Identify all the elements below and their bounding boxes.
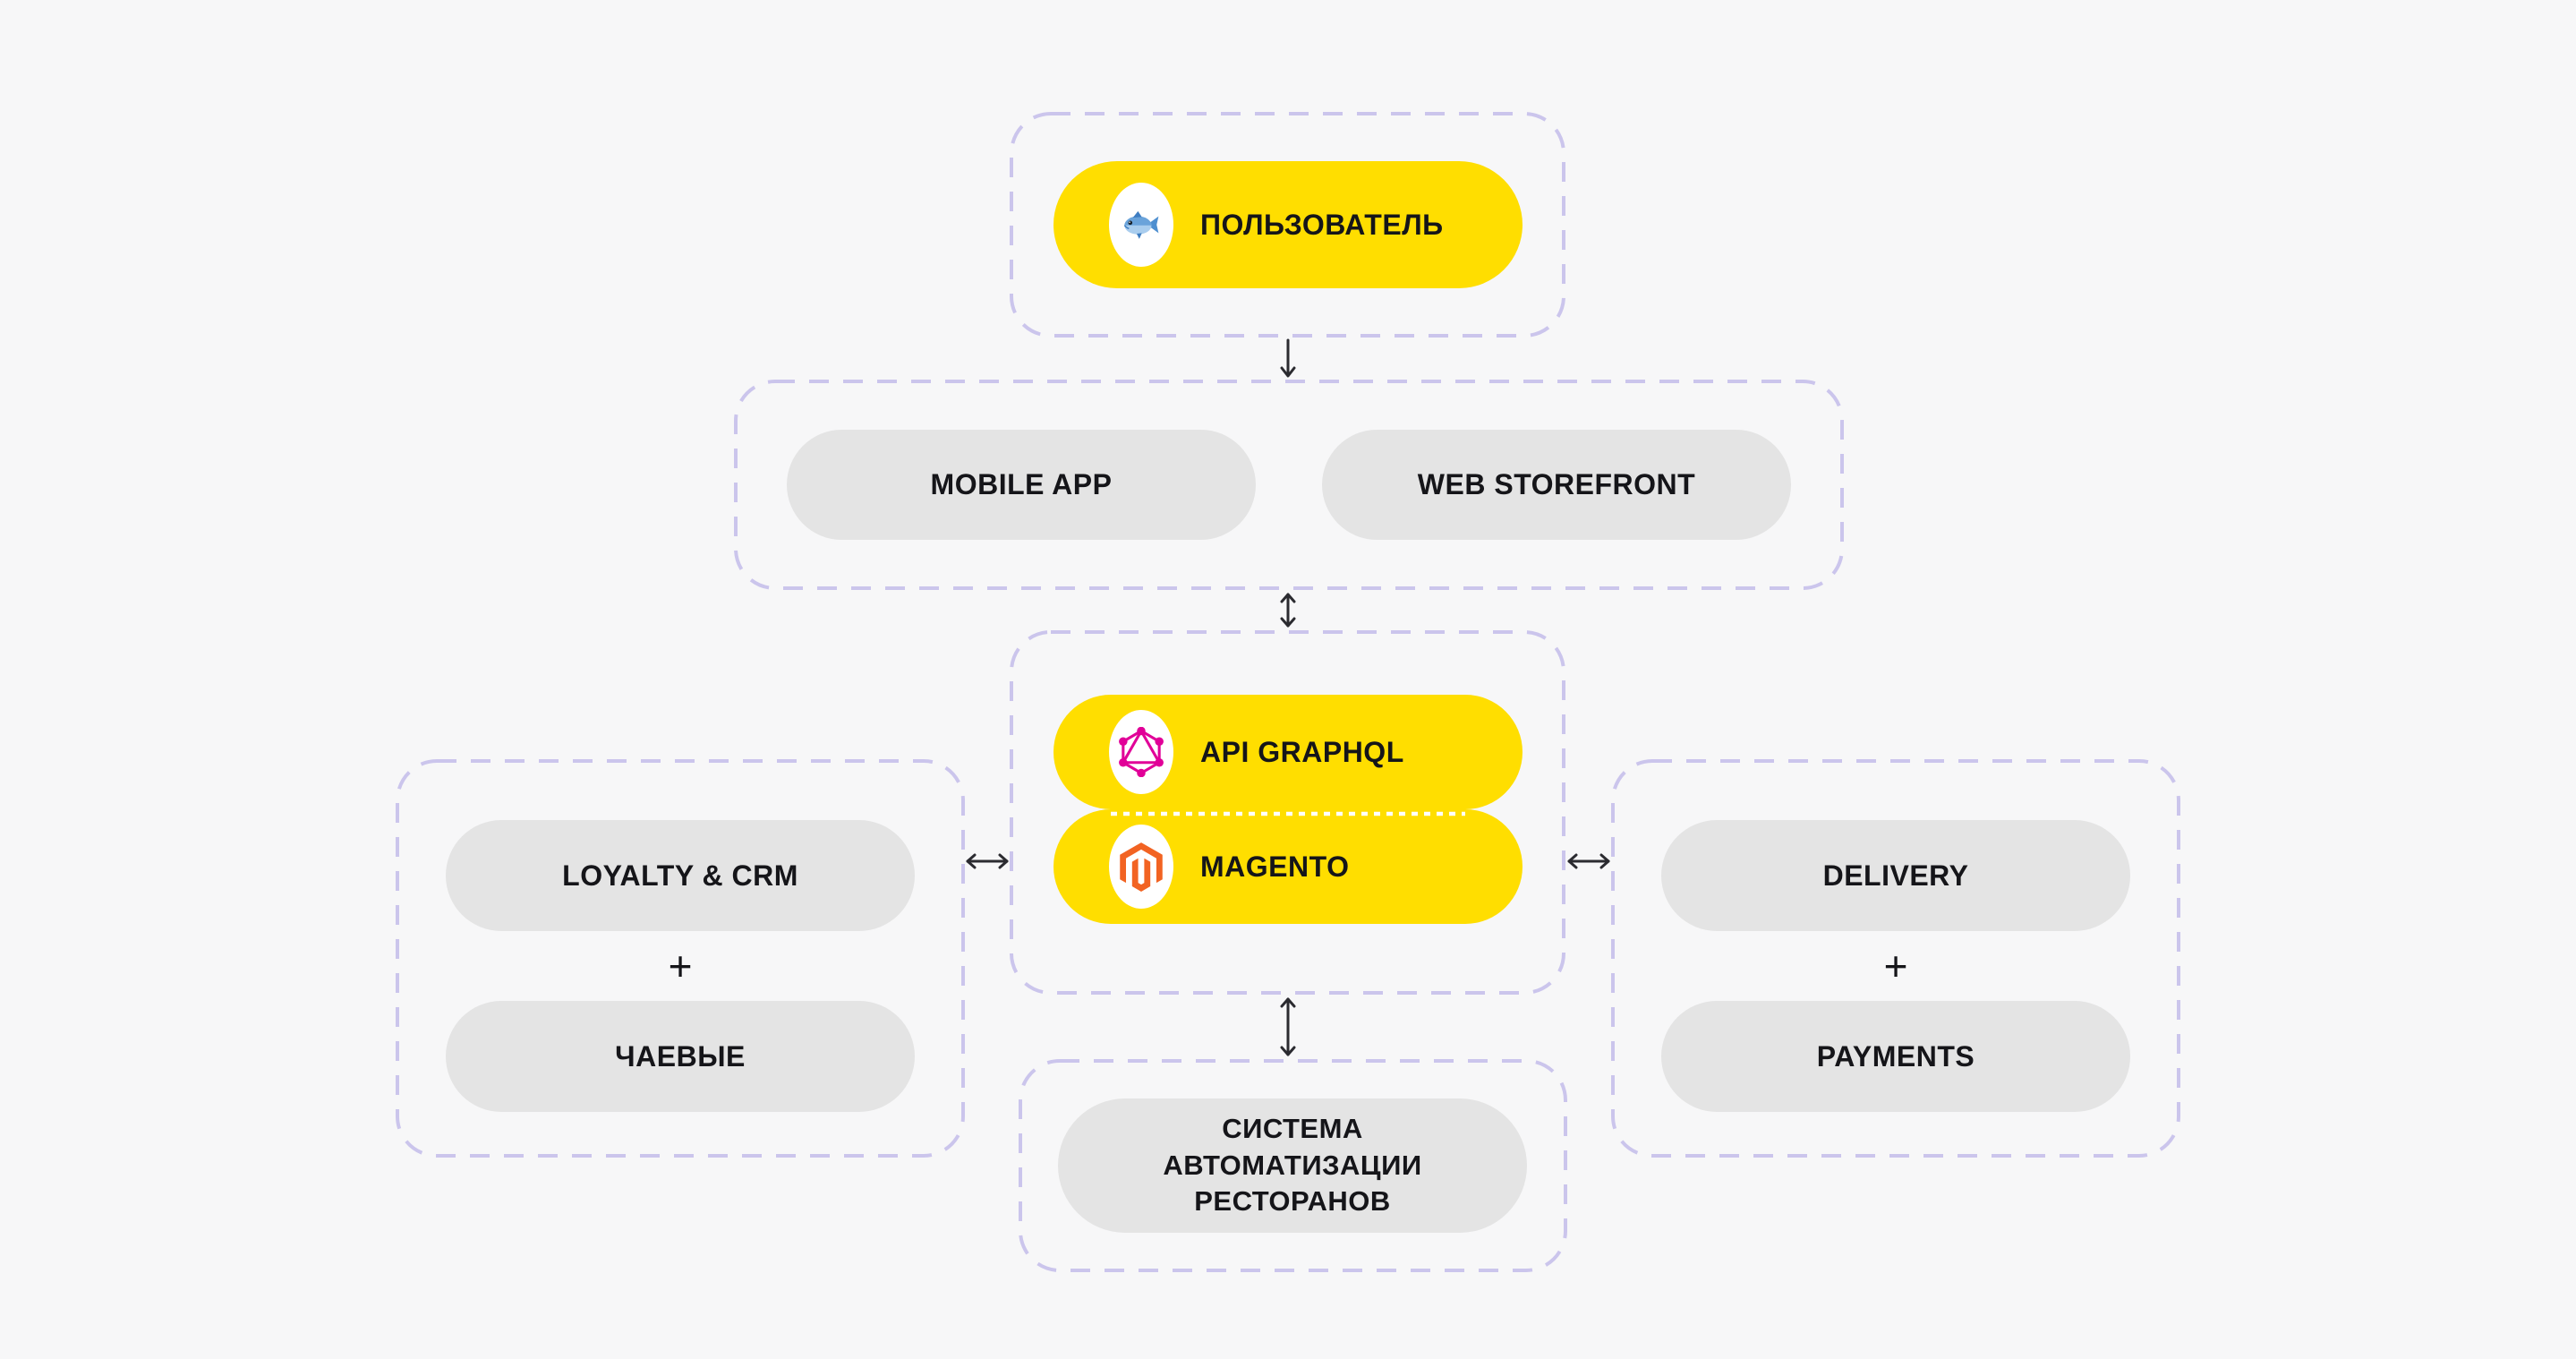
node-delivery: DELIVERY bbox=[1661, 820, 2130, 931]
graphql-icon bbox=[1119, 727, 1164, 777]
fish-icon bbox=[1123, 210, 1159, 239]
arrow-core-restaurant bbox=[1280, 997, 1296, 1056]
core-pill-divider bbox=[1111, 806, 1465, 822]
dashed-group-restaurant-system bbox=[1018, 1058, 1568, 1273]
node-tips: ЧАЕВЫЕ bbox=[446, 1001, 915, 1112]
dashed-group-loyalty-tips bbox=[395, 758, 966, 1158]
dashed-group-storefronts bbox=[733, 379, 1845, 591]
node-web-storefront: WEB STOREFRONT bbox=[1322, 430, 1791, 540]
node-magento-label: MAGENTO bbox=[1200, 850, 1350, 883]
node-loyalty-crm: LOYALTY & CRM bbox=[446, 820, 915, 931]
arrow-storefronts-core bbox=[1280, 593, 1296, 628]
icon-badge bbox=[1109, 825, 1173, 909]
magento-icon bbox=[1120, 842, 1163, 892]
node-loyalty-crm-label: LOYALTY & CRM bbox=[562, 859, 798, 892]
node-mobile-app-label: MOBILE APP bbox=[930, 468, 1113, 500]
node-restaurant-automation-label: СИСТЕМА АВТОМАТИЗАЦИИ РЕСТОРАНОВ bbox=[1163, 1112, 1422, 1218]
node-user-label: ПОЛЬЗОВАТЕЛЬ bbox=[1200, 208, 1444, 241]
node-payments: PAYMENTS bbox=[1661, 1001, 2130, 1112]
icon-badge bbox=[1109, 183, 1173, 267]
plus-sign-right: + bbox=[1883, 943, 1908, 989]
node-magento: MAGENTO bbox=[1053, 809, 1523, 924]
node-user: ПОЛЬЗОВАТЕЛЬ bbox=[1053, 161, 1523, 288]
dashed-group-delivery-payments bbox=[1610, 758, 2181, 1158]
arrow-core-loyalty bbox=[966, 853, 1009, 869]
arrow-user-to-storefronts bbox=[1280, 338, 1296, 378]
node-delivery-label: DELIVERY bbox=[1822, 859, 1969, 892]
node-tips-label: ЧАЕВЫЕ bbox=[615, 1039, 746, 1073]
node-api-graphql: API GRAPHQL bbox=[1053, 695, 1523, 809]
icon-badge bbox=[1109, 710, 1173, 794]
node-mobile-app: MOBILE APP bbox=[787, 430, 1256, 540]
node-api-graphql-label: API GRAPHQL bbox=[1200, 735, 1404, 768]
node-payments-label: PAYMENTS bbox=[1816, 1039, 1975, 1073]
node-web-storefront-label: WEB STOREFRONT bbox=[1417, 468, 1696, 500]
plus-sign-left: + bbox=[668, 943, 693, 989]
node-restaurant-automation: СИСТЕМА АВТОМАТИЗАЦИИ РЕСТОРАНОВ bbox=[1058, 1098, 1527, 1233]
arrow-core-delivery bbox=[1567, 853, 1610, 869]
